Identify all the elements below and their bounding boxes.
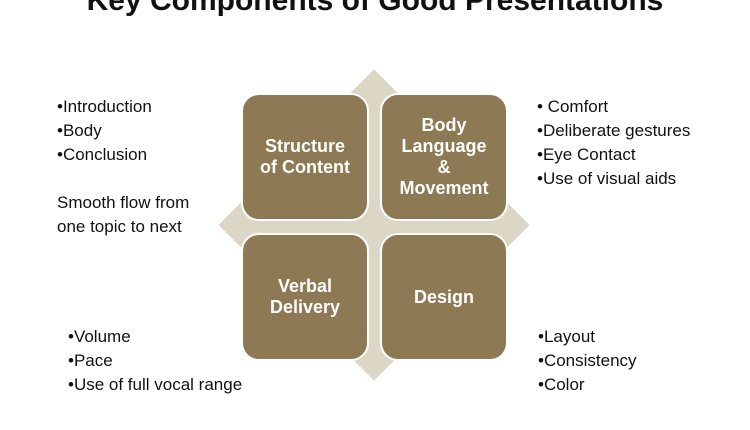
list-item: • Comfort (537, 97, 609, 116)
box-structure-of-content: Structure of Content (241, 93, 369, 221)
body-language-items-list: • Comfort •Deliberate gestures •Eye Cont… (537, 95, 690, 191)
design-items-list: •Layout •Consistency •Color (538, 325, 637, 397)
box-verbal-delivery: Verbal Delivery (241, 233, 369, 361)
list-item: •Conclusion (57, 145, 148, 164)
list-item: •Volume (68, 327, 131, 346)
box-body-language-movement: Body Language & Movement (380, 93, 508, 221)
list-item: •Eye Contact (537, 145, 636, 164)
list-item: •Layout (538, 327, 595, 346)
page-title: Key Components of Good Presentations (86, 0, 664, 17)
structure-items-list: •Introduction •Body •Conclusion (57, 95, 152, 167)
list-item: •Body (57, 121, 102, 140)
list-item: •Use of full vocal range (68, 375, 243, 394)
list-item: •Introduction (57, 97, 152, 116)
verbal-delivery-items-list: •Volume •Pace •Use of full vocal range (68, 325, 242, 397)
list-item: •Use of visual aids (537, 169, 677, 188)
list-item: •Deliberate gestures (537, 121, 691, 140)
box-design: Design (380, 233, 508, 361)
structure-note: Smooth flow from one topic to next (57, 191, 192, 239)
list-item: •Color (538, 375, 585, 394)
list-item: •Pace (68, 351, 113, 370)
list-item: •Consistency (538, 351, 637, 370)
